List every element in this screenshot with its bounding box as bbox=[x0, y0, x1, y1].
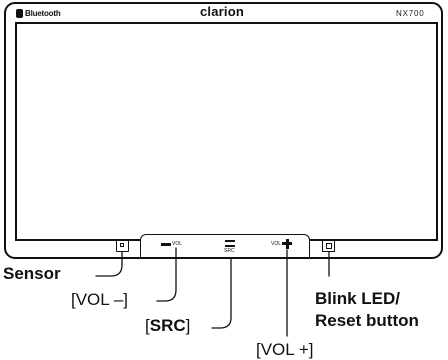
vol-minus-leader bbox=[156, 247, 177, 302]
bluetooth-label: Bluetooth bbox=[25, 9, 61, 18]
blink-led-callout: Blink LED/ bbox=[315, 289, 401, 308]
model-label: NX700 bbox=[396, 9, 425, 18]
sensor-callout: Sensor bbox=[3, 264, 61, 283]
vol-minus-button[interactable] bbox=[161, 243, 171, 246]
vol-plus-panel-label: VOL bbox=[271, 241, 282, 247]
src-panel-label: SRC bbox=[224, 248, 235, 254]
sensor-leader bbox=[95, 251, 123, 277]
src-callout-label: SRC bbox=[149, 316, 186, 335]
vol-minus-callout: [VOL –] bbox=[71, 290, 129, 309]
src-bracket-open: [ bbox=[145, 316, 150, 335]
blink-led-reset-button[interactable] bbox=[322, 239, 335, 252]
src-leader bbox=[211, 257, 232, 329]
plus-icon bbox=[285, 238, 289, 249]
src-callout: [SRC] bbox=[145, 316, 190, 336]
brand-logo: clarion bbox=[200, 4, 245, 19]
src-bracket-close: ] bbox=[185, 316, 191, 335]
led-indicator bbox=[325, 242, 332, 249]
src-button[interactable] bbox=[225, 240, 235, 247]
sensor bbox=[116, 239, 129, 252]
reset-button-callout: Reset button bbox=[315, 311, 419, 330]
vol-plus-callout: [VOL +] bbox=[256, 340, 314, 359]
display-screen bbox=[15, 22, 438, 241]
sensor-window bbox=[120, 243, 124, 247]
bluetooth-icon bbox=[16, 9, 23, 18]
vol-minus-panel-label: VOL bbox=[172, 241, 183, 247]
